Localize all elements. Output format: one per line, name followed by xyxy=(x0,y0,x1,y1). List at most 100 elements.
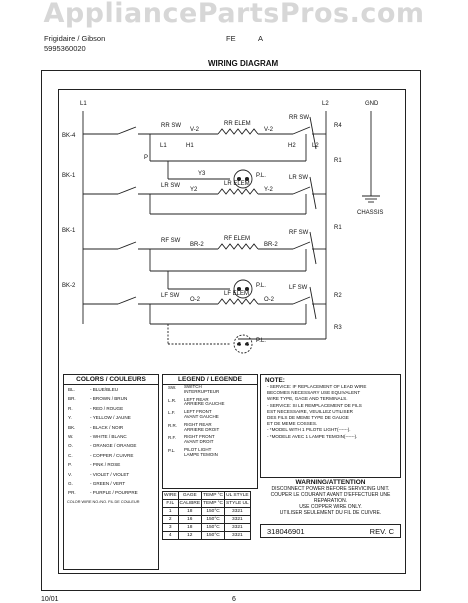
pilot-light-icon xyxy=(167,161,253,189)
note-line: ET DE MEME COSSES. xyxy=(267,421,318,427)
color-code: Y. xyxy=(68,415,72,421)
legend-row: R.F. RIGHT FRONT AVANT DROIT xyxy=(163,435,257,445)
switch-label: RR SW xyxy=(289,115,309,121)
revision: REV. C xyxy=(369,526,394,536)
element-label: RR ELEM xyxy=(224,121,251,127)
color-row: V.- VIOLET / VIOLET xyxy=(64,470,158,479)
color-row: O. - ORANGE / ORANGE xyxy=(64,441,158,450)
table-cell: 150°C xyxy=(201,507,226,516)
terminal-label: P xyxy=(144,155,148,161)
note-line: - *MODEL WITH 1 PILOTE LIGHT(------). xyxy=(267,427,351,433)
wiring-schematic: L1 L2 GND CHASSIS BK-4 BK-1 BK-1 BK-2 R4… xyxy=(62,101,383,354)
color-code: O. xyxy=(68,443,73,449)
terminal-label: Y3 xyxy=(198,171,206,177)
subheader-cell: STYLE UL xyxy=(224,499,251,508)
legend-title: LEGEND / LEGENDE xyxy=(163,375,257,385)
color-code: P. xyxy=(68,462,72,468)
subheader-cell: TEMP °C xyxy=(201,499,226,508)
model-suffix: A xyxy=(258,34,264,43)
switch-label: RF SW xyxy=(161,238,181,244)
table-cell: 18 xyxy=(177,523,203,532)
bus-label: BK-4 xyxy=(62,133,76,139)
switch-label: LR SW xyxy=(289,175,308,181)
bus-label: BK-1 xyxy=(62,173,76,179)
color-code: BL. xyxy=(68,387,75,392)
legend-row: SW.SWITCH INTERRUPTEUR xyxy=(163,384,257,395)
switch-label: LF SW xyxy=(161,293,180,299)
warning-line: DISCONNECT POWER BEFORE SERVICING UNIT. xyxy=(271,486,390,492)
color-row: PR.- PURPLE / POURPRE xyxy=(64,488,158,497)
pilot-label: P.L. xyxy=(256,283,266,289)
table-cell: 150°C xyxy=(201,515,226,524)
inner-frame xyxy=(58,89,406,574)
pilot-light-icon xyxy=(167,271,253,299)
warning-title: WARNING/ATTENTION xyxy=(295,479,366,486)
legend-name: PILOT LIGHT LAMPE TEMOIN xyxy=(184,446,218,457)
pilot-light-icon xyxy=(167,324,253,354)
warning-block: WARNING/ATTENTION DISCONNECT POWER BEFOR… xyxy=(260,479,401,516)
label-chassis: CHASSIS xyxy=(357,210,383,216)
chassis-ground-icon xyxy=(362,195,380,203)
outer-frame xyxy=(41,70,421,591)
color-code: BK. xyxy=(68,424,76,430)
color-name: - GREEN / VERT xyxy=(90,481,126,487)
legend-code: R.F. xyxy=(168,435,177,441)
model-number: FE xyxy=(226,34,236,43)
header-cell: TEMP °C xyxy=(201,491,226,500)
watermark: AppliancePartsPros.com xyxy=(43,0,425,29)
wire-label: Y2 xyxy=(190,187,198,193)
bus-label: BK-2 xyxy=(62,283,76,289)
table-cell: 3321 xyxy=(224,507,251,516)
color-row: P. - PINK / ROSE xyxy=(64,460,158,469)
header-cell: GAGE xyxy=(177,491,203,500)
color-name: - WHITE / BLANC xyxy=(90,434,127,440)
color-code: R. xyxy=(68,405,73,411)
legend-name: RIGHT REAR ARRIERE DROIT xyxy=(184,421,220,432)
note-line: DES FILS DE MEME TYPE DE GAUGE xyxy=(267,415,349,421)
color-code: C. xyxy=(68,452,73,458)
legend-name: LEFT FRONT AVANT GAUCHE xyxy=(184,409,219,419)
color-row: BR.- BROWN / BRUN xyxy=(64,394,158,403)
circuit-rf xyxy=(83,231,326,272)
bus-label: BK-1 xyxy=(62,228,76,234)
wire-label: V-2 xyxy=(190,127,200,133)
element-label: LF ELEM xyxy=(224,291,249,297)
page-title: WIRING DIAGRAM xyxy=(208,59,279,68)
note-box: NOTE: - SERVICE: IF REPLACEMENT OF LEAD … xyxy=(260,374,401,478)
subheader-cell: CALIBRE xyxy=(177,499,203,508)
color-name: - BLUE/BLEU xyxy=(90,387,119,392)
color-row: R.- RED / ROUGE xyxy=(64,404,158,413)
right-label: R1 xyxy=(334,158,342,164)
doc-number-box: 318046901 REV. C xyxy=(260,524,401,538)
note-line: WIRE TYPE, GAGE AND TERMINALS. xyxy=(267,396,348,402)
wire-label: BR-2 xyxy=(190,242,204,248)
pilot-label: P.L. xyxy=(256,173,266,179)
color-name: - COPPER / CUIVRE xyxy=(90,452,134,458)
right-label: R1 xyxy=(334,225,342,231)
color-name: - PINK / ROSE xyxy=(90,462,121,468)
warning-line: USE COPPER WIRE ONLY. xyxy=(299,504,362,510)
color-row: C. - COPPER / CUIVRE xyxy=(64,451,158,460)
wire-label: O-2 xyxy=(264,297,275,303)
warning-line: UTILISER SEULEMENT DU FIL DE CUIVRE. xyxy=(279,510,382,516)
color-row: W.- WHITE / BLANC xyxy=(64,432,158,441)
legend-box: LEGEND / LEGENDE SW.SWITCH INTERRUPTEUR L… xyxy=(162,374,258,489)
wire-label: O-2 xyxy=(190,297,201,303)
part-number: 5995360020 xyxy=(44,44,86,53)
table-cell: 4 xyxy=(162,531,179,540)
colors-footnote: COLOR WIRE NO./NO. FIL DE COULEUR xyxy=(67,499,140,504)
color-name: - ORANGE / ORANGE xyxy=(90,443,137,449)
switch-label: RF SW xyxy=(289,230,309,236)
note-line: EST NECESSAIRE, VEUILLEZ UTILISER xyxy=(267,408,353,414)
terminal-label: H2 xyxy=(288,143,296,149)
note-line: BECOMES NECESSARY USE EQUIVALENT xyxy=(267,390,361,396)
note-line: - SERVICE: SI LE REMPLACEMENT DE FILS xyxy=(267,402,362,408)
legend-code: SW. xyxy=(168,385,177,390)
legend-name: RIGHT FRONT AVANT DROIT xyxy=(184,434,215,445)
color-row: Y.- YELLOW / JAUNE xyxy=(64,413,158,422)
brand-label: Frigidaire / Gibson xyxy=(44,34,106,43)
